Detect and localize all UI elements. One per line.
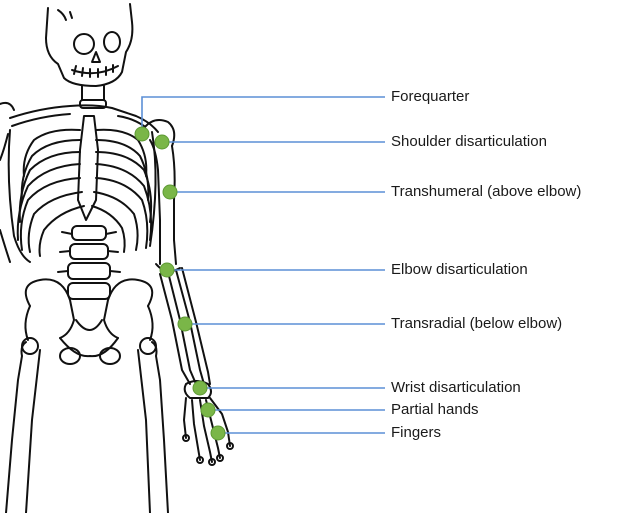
partial-hands-marker-icon (201, 403, 215, 417)
wrist-marker-icon (193, 381, 207, 395)
fingers-marker-icon (211, 426, 225, 440)
clavicle (0, 103, 158, 132)
label-transhumeral: Transhumeral (above elbow) (391, 183, 581, 201)
label-partial-hands: Partial hands (391, 401, 479, 419)
transradial-marker-icon (178, 317, 192, 331)
lumbar-spine (58, 226, 120, 299)
hand-bones (183, 381, 233, 465)
shoulder-marker-icon (155, 135, 169, 149)
leader-lines (142, 97, 385, 433)
transhumeral-marker-icon (163, 185, 177, 199)
label-elbow-disarticulation: Elbow disarticulation (391, 261, 528, 279)
leader-line-forequarter (142, 97, 385, 132)
label-fingers: Fingers (391, 424, 441, 442)
elbow-marker-icon (160, 263, 174, 277)
label-shoulder-disarticulation: Shoulder disarticulation (391, 133, 547, 151)
label-transradial: Transradial (below elbow) (391, 315, 562, 333)
skull-icon (46, 4, 132, 86)
pelvis (25, 279, 152, 364)
forequarter-marker-icon (135, 127, 149, 141)
label-wrist-disarticulation: Wrist disarticulation (391, 379, 521, 397)
femur-bones (6, 338, 168, 513)
label-forequarter: Forequarter (391, 88, 469, 106)
sternum (78, 116, 98, 220)
rib-cage (9, 130, 156, 262)
